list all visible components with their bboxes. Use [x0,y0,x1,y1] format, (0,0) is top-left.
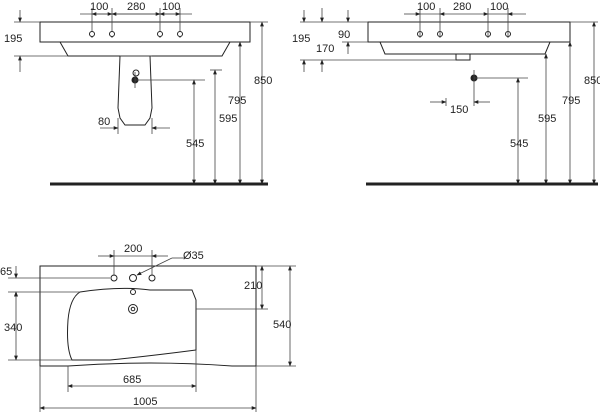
basin-outline-side [367,21,571,55]
pedestal [117,55,153,126]
basin-outline [39,21,251,57]
dim-595: 595 [219,113,237,125]
plan-dim-200: 200 [124,243,142,255]
dim-100-right: 100 [162,1,180,13]
side-dim-100-right: 100 [490,1,508,13]
dim-280: 280 [127,1,145,13]
plan-dim-540: 540 [273,319,291,331]
dim-80: 80 [98,116,110,128]
side-dim-280: 280 [453,1,471,13]
tap-hole-center [129,274,137,282]
plan-dim-340: 340 [4,322,22,334]
dim-195: 195 [4,33,22,45]
dim-100-left: 100 [90,1,108,13]
dim-545: 545 [186,138,204,150]
plan-dim-tap-diameter: Ø35 [183,250,204,262]
side-dim-545: 545 [510,138,528,150]
front-view: 100 280 100 195 80 595 795 850 545 [4,1,272,186]
plan-dim-210: 210 [244,280,262,292]
dim-850: 850 [254,75,272,87]
side-dim-595: 595 [538,113,556,125]
side-view: 100 280 100 195 90 170 150 545 595 795 8… [292,1,600,186]
plan-dim-1005: 1005 [133,396,157,408]
side-dim-100-left: 100 [417,1,435,13]
side-dim-195: 195 [292,33,310,45]
plan-dim-685: 685 [123,374,141,386]
side-dim-850: 850 [584,75,600,87]
side-dim-795: 795 [562,95,580,107]
side-dim-170: 170 [316,43,334,55]
side-dim-90: 90 [338,29,350,41]
bowl-outline [67,287,197,361]
tap-holes [89,28,183,38]
overflow-hole [132,69,140,77]
plan-view: 200 Ø35 65 340 210 540 685 1005 [0,243,296,412]
tap-holes-side [417,28,511,38]
side-dim-150: 150 [450,104,468,116]
plan-dim-65: 65 [0,266,12,278]
overflow-hole [130,289,136,295]
basin-plan-outline [39,265,257,367]
dim-795: 795 [228,95,246,107]
